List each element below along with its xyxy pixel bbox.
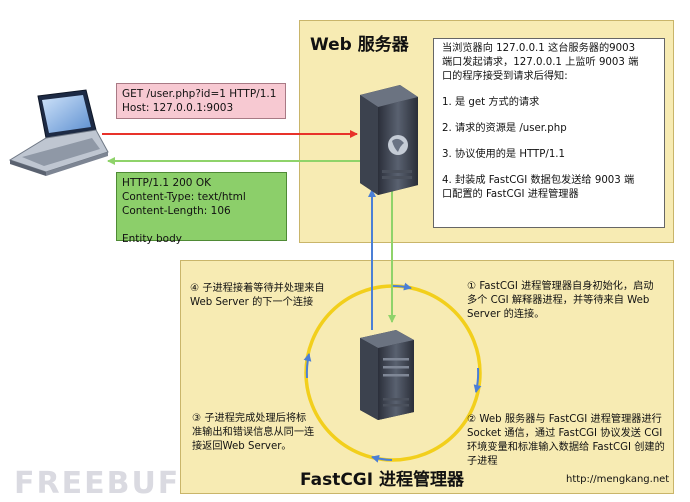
step-4-line-1: ④ 子进程接着等待并处理来自 [190,283,325,294]
info-point-4-cont: 口配置的 FastCGI 进程管理器 [442,189,579,200]
step-2-line-1: ② Web 服务器与 FastCGI 进程管理器进行 [467,414,662,425]
step-4-line-2: Web Server 的下一个连接 [190,297,314,308]
watermark-logo: FREEBUF [14,466,181,501]
request-line: GET /user.php?id=1 HTTP/1.1 [122,88,277,100]
response-content-type: Content-Type: text/html [122,191,246,203]
http-request-box: GET /user.php?id=1 HTTP/1.1 Host: 127.0.… [116,83,286,119]
info-point-2: 2. 请求的资源是 /user.php [442,123,567,134]
step-2-line-3: 环境变量和标准输入数据给 FastCGI 创建的 [467,442,665,453]
info-intro-line-2: 端口发起请求，127.0.0.1 上监听 9003 端 [442,57,639,68]
cycle-arrow-right [473,367,482,393]
response-status: HTTP/1.1 200 OK [122,177,211,189]
step-4-note: ④ 子进程接着等待并处理来自 Web Server 的下一个连接 [190,282,325,310]
response-entity-body: Entity body [122,233,182,245]
info-point-4: 4. 封装成 FastCGI 数据包发送给 9003 端 [442,175,635,186]
http-response-box: HTTP/1.1 200 OK Content-Type: text/html … [116,172,287,245]
step-2-line-2: Socket 通信，通过 FastCGI 协议发送 CGI [467,428,663,439]
step-2-line-4: 子进程 [467,456,498,467]
web-server-title: Web 服务器 [310,35,409,55]
request-host: Host: 127.0.0.1:9003 [122,102,234,114]
fastcgi-title: FastCGI 进程管理器 [300,470,465,490]
step-2-note: ② Web 服务器与 FastCGI 进程管理器进行 Socket 通信，通过 … [467,413,665,469]
step-1-line-3: Server 的连接。 [467,309,545,320]
info-point-1: 1. 是 get 方式的请求 [442,97,540,108]
step-3-line-1: ③ 子进程完成处理后将标 [192,413,307,424]
info-intro-line-3: 口的程序接受到请求后得知: [442,71,568,82]
web-server-info-box: 当浏览器向 127.0.0.1 这台服务器的9003 端口发起请求，127.0.… [433,38,665,228]
step-1-line-2: 多个 CGI 解释器进程，并等待来自 Web [467,295,650,306]
web-server-icon [360,85,418,195]
fastcgi-server-icon [360,330,414,420]
step-1-note: ① FastCGI 进程管理器自身初始化，启动 多个 CGI 解释器进程，并等待… [467,280,654,322]
info-point-3: 3. 协议使用的是 HTTP/1.1 [442,149,566,160]
step-3-line-2: 准输出和错误信息从同一连 [192,427,315,438]
step-3-note: ③ 子进程完成处理后将标 准输出和错误信息从同一连 接返回Web Server。 [192,412,314,454]
source-url: http://mengkang.net [566,474,670,485]
step-3-line-3: 接返回Web Server。 [192,441,292,452]
step-1-line-1: ① FastCGI 进程管理器自身初始化，启动 [467,281,654,292]
laptop-icon [8,89,109,176]
response-blank [122,218,281,232]
fastcgi-panel [180,260,674,494]
info-intro-line-1: 当浏览器向 127.0.0.1 这台服务器的9003 [442,43,636,54]
response-content-length: Content-Length: 106 [122,205,231,217]
cycle-arrow-left [303,353,312,379]
cycle-arrow-bottom-left [371,454,393,463]
